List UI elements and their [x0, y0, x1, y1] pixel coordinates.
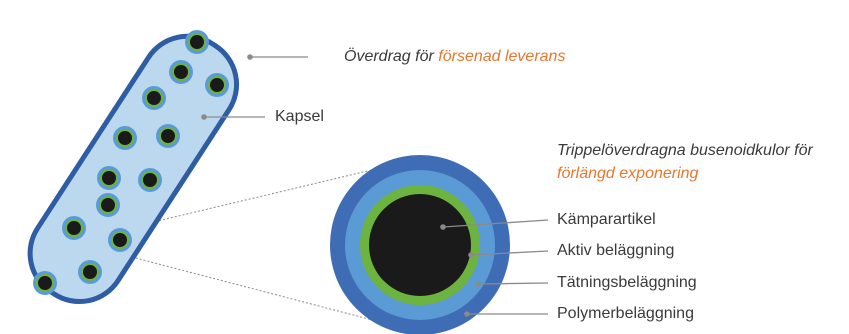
- bead: [156, 124, 180, 148]
- bead: [33, 271, 57, 295]
- bead-cross-section: [330, 155, 510, 334]
- bead-core: [38, 276, 52, 290]
- bead: [142, 86, 166, 110]
- leader-dot-capsule: [201, 114, 207, 120]
- bead-core: [118, 131, 132, 145]
- bead: [62, 216, 86, 240]
- bead-core: [83, 265, 97, 279]
- bead-core: [210, 78, 224, 92]
- bead-core: [102, 171, 116, 185]
- layer-label-polymer: Polymerbeläggning: [557, 304, 694, 324]
- beads-title-line2: förlängd exponering: [557, 164, 698, 184]
- layer-label-active: Aktiv beläggning: [557, 241, 674, 261]
- bead-core: [143, 173, 157, 187]
- core-particle: [369, 194, 471, 296]
- coating-label-prefix: Överdrag för: [344, 48, 438, 65]
- layer-label-core: Kämparartikel: [557, 210, 656, 230]
- leader-dot-core: [440, 224, 446, 230]
- leader-dot-sealing: [475, 281, 481, 287]
- coating-label-highlight: försenad leverans: [438, 48, 565, 65]
- bead: [185, 30, 209, 54]
- bead-core: [113, 233, 127, 247]
- bead-core: [67, 221, 81, 235]
- bead: [205, 73, 229, 97]
- bead-core: [190, 35, 204, 49]
- bead: [169, 60, 193, 84]
- leader-dot-coating: [247, 54, 253, 60]
- coating-label: Överdrag för försenad leverans: [344, 47, 565, 67]
- bead: [113, 126, 137, 150]
- beads-title-line1: Trippelöverdragna busenoidkulor för: [557, 141, 813, 161]
- capsule-label: Kapsel: [275, 107, 324, 127]
- layer-label-sealing: Tätningsbeläggning: [557, 273, 697, 293]
- bead: [78, 260, 102, 284]
- leader-dot-active: [468, 252, 474, 258]
- bead-core: [147, 91, 161, 105]
- bead: [97, 166, 121, 190]
- bead-core: [101, 198, 115, 212]
- bead: [108, 228, 132, 252]
- bead-core: [161, 129, 175, 143]
- bead: [138, 168, 162, 192]
- bead-core: [174, 65, 188, 79]
- leader-dot-polymer: [464, 311, 470, 317]
- bead: [96, 193, 120, 217]
